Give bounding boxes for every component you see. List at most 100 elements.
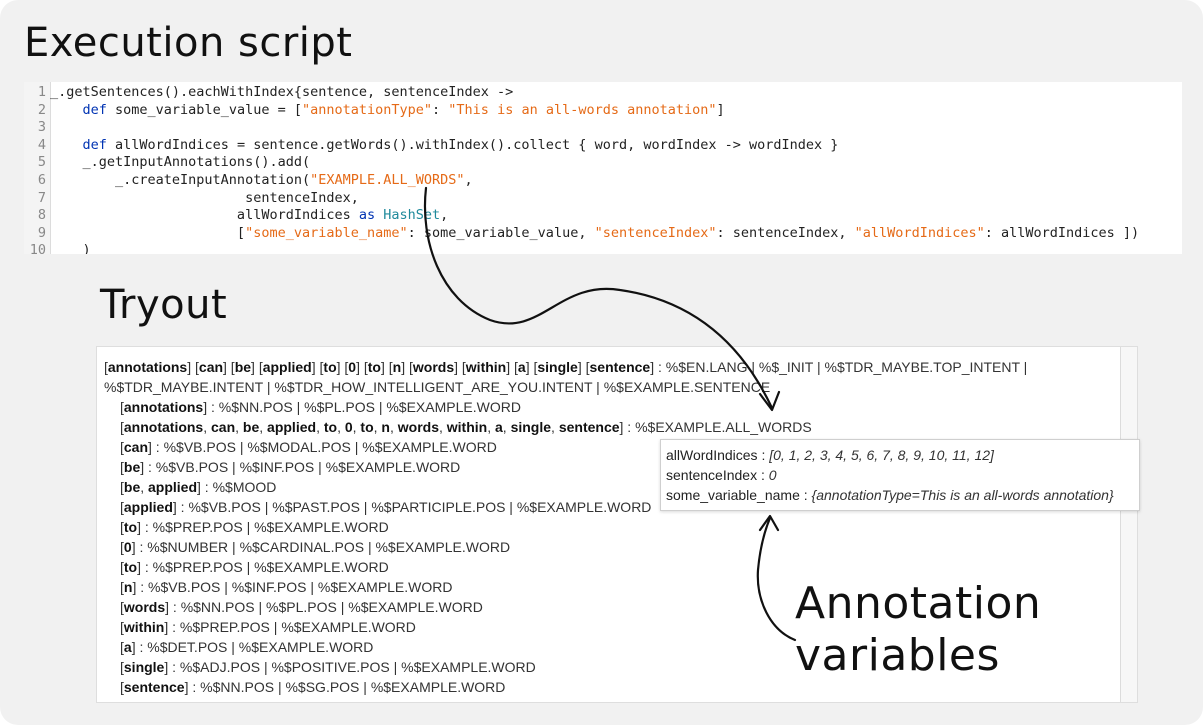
- annotation-row: [within] : %$PREP.POS | %$EXAMPLE.WORD: [120, 617, 416, 637]
- separator: :: [654, 359, 666, 375]
- token-span: [within]: [120, 619, 169, 635]
- tryout-scrollbar[interactable]: [1120, 347, 1137, 702]
- separator: :: [168, 619, 180, 635]
- token-span: [n]: [120, 579, 137, 595]
- code-token: : sentenceIndex,: [716, 224, 855, 241]
- annotation-values: %$VB.POS | %$INF.POS | %$EXAMPLE.WORD: [155, 459, 461, 475]
- annotation-row: [annotations, can, be, applied, to, 0, t…: [120, 417, 812, 437]
- annotation-row: [sentence] : %$NN.POS | %$SG.POS | %$EXA…: [120, 677, 505, 697]
- code-token: some_variable_value = [: [106, 101, 302, 118]
- line-number: 9: [37, 224, 46, 241]
- annotation-heading-line-2: variables: [795, 630, 1000, 681]
- token-span: [sentence]: [120, 679, 189, 695]
- code-text: def allWordIndices = sentence.getWords()…: [50, 136, 839, 155]
- code-text: def some_variable_value = ["annotationTy…: [50, 102, 725, 120]
- code-text: _.getInputAnnotations().add(: [50, 154, 311, 172]
- annotation-values: %$NN.POS | %$PL.POS | %$EXAMPLE.WORD: [180, 599, 483, 615]
- token-span: [be]: [120, 459, 145, 475]
- string-token: "allWordIndices": [854, 224, 985, 241]
- code-token: allWordIndices: [50, 207, 359, 224]
- annotation-row: [to] : %$PREP.POS | %$EXAMPLE.WORD: [120, 557, 389, 577]
- annotation-row: [annotations] [can] [be] [applied] [to] …: [104, 357, 1027, 377]
- annotation-values: %$PREP.POS | %$EXAMPLE.WORD: [179, 619, 416, 635]
- annotation-values: %$PREP.POS | %$EXAMPLE.WORD: [152, 559, 389, 575]
- code-text: ["some_variable_name": some_variable_val…: [50, 225, 1139, 243]
- line-number: 5: [37, 154, 46, 171]
- keyword-token: as: [358, 207, 376, 224]
- code-line: 9 ["some_variable_name": some_variable_v…: [24, 225, 1182, 243]
- separator: :: [207, 399, 219, 415]
- tooltip-row-all-word-indices: allWordIndices : [0, 1, 2, 3, 4, 5, 6, 7…: [666, 447, 994, 463]
- code-token: ,: [440, 207, 449, 224]
- line-number: 7: [37, 189, 46, 206]
- code-token: ]: [716, 101, 725, 118]
- code-token: sentenceIndex,: [50, 189, 359, 206]
- annotation-row: [0] : %$NUMBER | %$CARDINAL.POS | %$EXAM…: [120, 537, 510, 557]
- code-editor[interactable]: 1_.getSentences().eachWithIndex{sentence…: [24, 82, 1182, 254]
- separator: :: [141, 559, 153, 575]
- separator: :: [188, 679, 201, 695]
- token-span: [be, applied]: [120, 479, 201, 495]
- separator: :: [168, 659, 180, 675]
- annotation-heading-line-1: Annotation: [795, 578, 1042, 629]
- string-token: "some_variable_name": [245, 224, 408, 241]
- line-number: 1: [37, 84, 46, 100]
- annotation-row: [a] : %$DET.POS | %$EXAMPLE.WORD: [120, 637, 373, 657]
- token-span: [to]: [120, 519, 141, 535]
- tooltip-key: sentenceIndex: [666, 467, 758, 483]
- token-span: [to]: [120, 559, 141, 575]
- code-line: 6 _.createInputAnnotation("EXAMPLE.ALL_W…: [24, 172, 1182, 190]
- annotation-values: %$DET.POS | %$EXAMPLE.WORD: [147, 639, 374, 655]
- annotation-variables-heading: Annotation variables: [795, 578, 1041, 682]
- token-span: [single]: [120, 659, 169, 675]
- string-token: "annotationType": [301, 101, 433, 118]
- code-token: _.createInputAnnotation(: [50, 172, 311, 188]
- code-text: _.getSentences().eachWithIndex{sentence,…: [50, 84, 513, 102]
- tooltip-value: {annotationType=This is an all-words ann…: [811, 487, 1114, 503]
- annotation-values: %$MOOD: [212, 479, 277, 495]
- separator: :: [136, 579, 149, 595]
- token-span: [applied]: [120, 499, 177, 515]
- annotation-row: [annotations] : %$NN.POS | %$PL.POS | %$…: [120, 397, 521, 417]
- code-token: _.getInputAnnotations().add(: [50, 154, 311, 171]
- annotation-row: [to] : %$PREP.POS | %$EXAMPLE.WORD: [120, 517, 389, 537]
- code-text: sentenceIndex,: [50, 190, 359, 208]
- string-token: "sentenceIndex": [594, 224, 717, 241]
- annotation-row: [applied] : %$VB.POS | %$PAST.POS | %$PA…: [120, 497, 651, 517]
- code-line: 8 allWordIndices as HashSet,: [24, 207, 1182, 225]
- keyword-token: def: [82, 136, 107, 153]
- code-line: 3: [24, 119, 1182, 137]
- separator: :: [176, 499, 189, 515]
- tooltip-row-sentence-index: sentenceIndex : 0: [666, 467, 777, 483]
- separator: :: [135, 639, 148, 655]
- annotation-variables-tooltip: allWordIndices : [0, 1, 2, 3, 4, 5, 6, 7…: [660, 439, 1140, 511]
- code-token: : some_variable_value,: [407, 224, 595, 241]
- annotation-values: %$NN.POS | %$SG.POS | %$EXAMPLE.WORD: [200, 679, 506, 695]
- line-number: 6: [37, 172, 46, 188]
- tooltip-value: [0, 1, 2, 3, 4, 5, 6, 7, 8, 9, 10, 11, 1…: [769, 447, 994, 463]
- tooltip-key: some_variable_name: [666, 487, 800, 503]
- tooltip-value: 0: [768, 467, 777, 483]
- code-text: ): [50, 242, 91, 254]
- annotation-values: %$VB.POS | %$MODAL.POS | %$EXAMPLE.WORD: [163, 439, 497, 455]
- line-number: 2: [37, 101, 46, 118]
- code-line: 4 def allWordIndices = sentence.getWords…: [24, 137, 1182, 155]
- code-text: _.createInputAnnotation("EXAMPLE.ALL_WOR…: [50, 172, 473, 190]
- separator: :: [141, 519, 153, 535]
- annotation-row: [single] : %$ADJ.POS | %$POSITIVE.POS | …: [120, 657, 536, 677]
- code-token: [: [50, 224, 246, 241]
- annotation-values: %$NUMBER | %$CARDINAL.POS | %$EXAMPLE.WO…: [147, 539, 511, 555]
- code-text: allWordIndices as HashSet,: [50, 207, 448, 225]
- token-span: [annotations, can, be, applied, to, 0, t…: [120, 419, 624, 435]
- tooltip-key: allWordIndices: [666, 447, 758, 463]
- code-line: 10 ): [24, 242, 1182, 254]
- separator: :: [623, 419, 636, 435]
- annotation-values: %$PREP.POS | %$EXAMPLE.WORD: [152, 519, 389, 535]
- code-line: 5 _.getInputAnnotations().add(: [24, 154, 1182, 172]
- token-span: [a]: [120, 639, 136, 655]
- string-token: "EXAMPLE.ALL_WORDS": [310, 172, 465, 188]
- code-line: 7 sentenceIndex,: [24, 190, 1182, 208]
- annotation-row: [can] : %$VB.POS | %$MODAL.POS | %$EXAMP…: [120, 437, 497, 457]
- separator: :: [151, 439, 164, 455]
- annotation-row: [words] : %$NN.POS | %$PL.POS | %$EXAMPL…: [120, 597, 483, 617]
